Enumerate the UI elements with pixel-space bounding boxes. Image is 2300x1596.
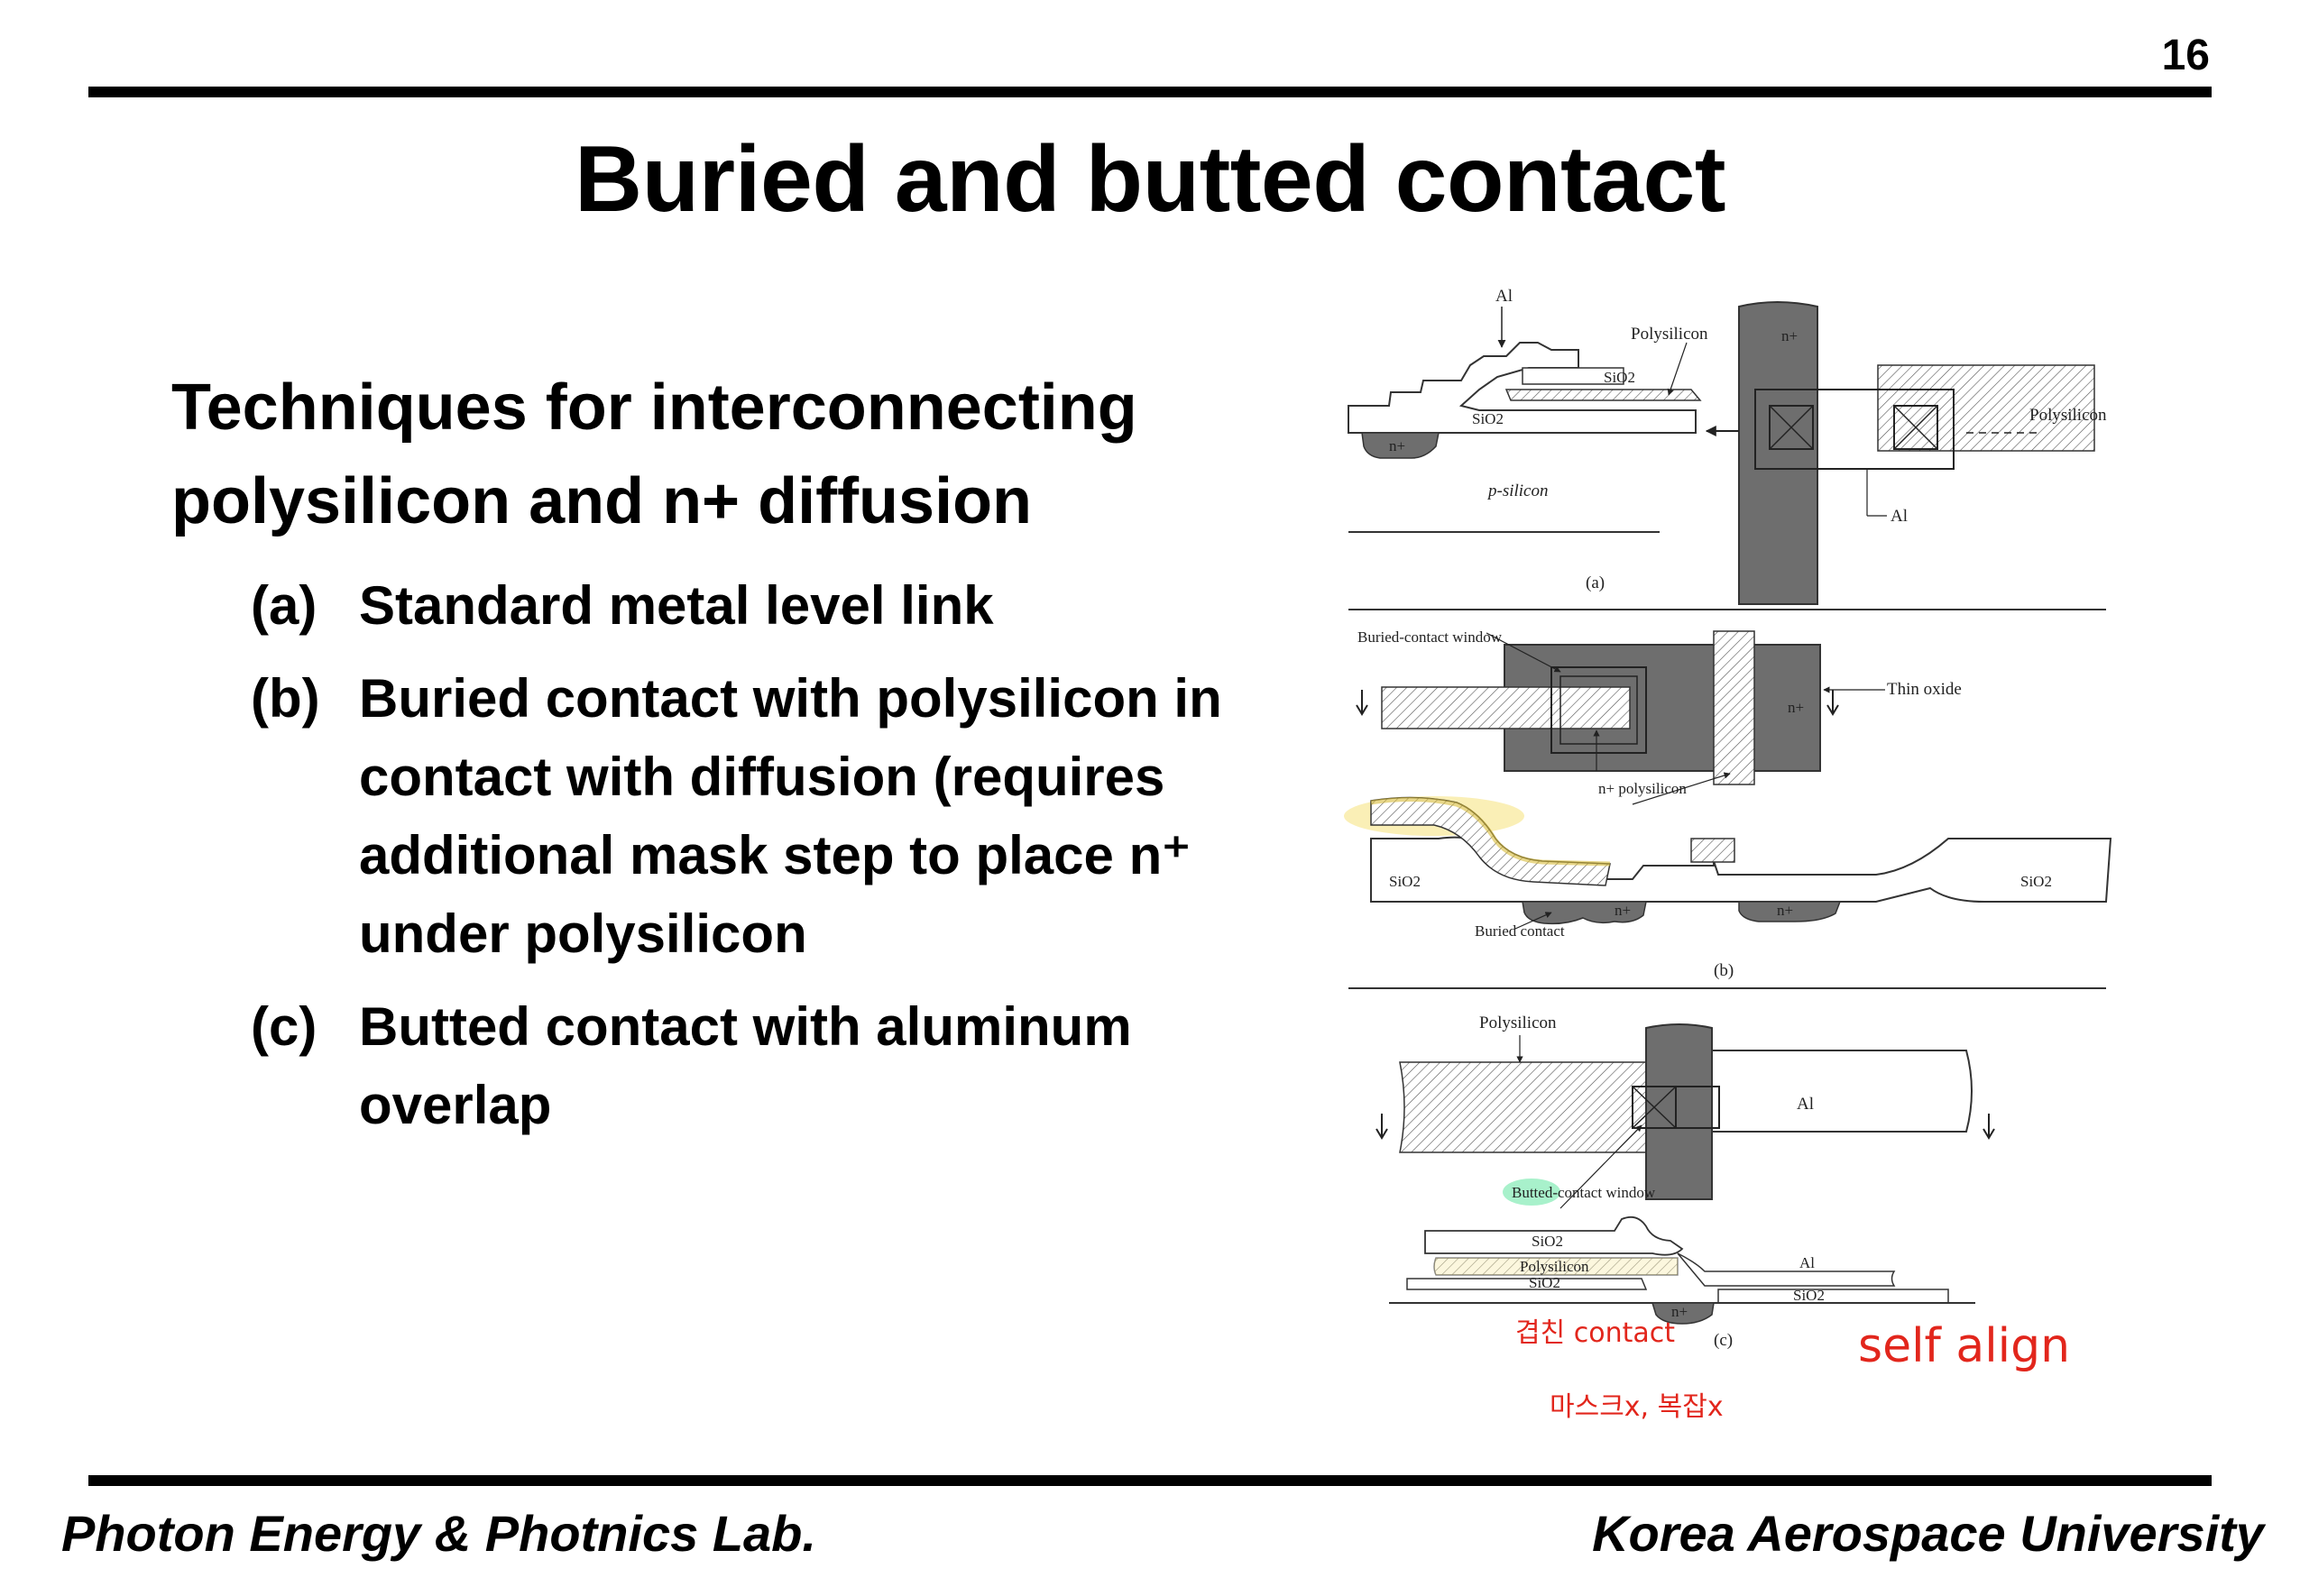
- label-polysilicon-sec-c: Polysilicon: [1520, 1258, 1589, 1275]
- polysilicon-strip-a: [1504, 389, 1702, 401]
- label-sio2-top-a: SiO2: [1604, 369, 1635, 386]
- item-tag: (a): [251, 575, 317, 636]
- footer-university-name: Korea Aerospace University: [1592, 1505, 2264, 1562]
- technique-list: (a) Standard metal level link (b) Buried…: [251, 566, 1297, 1159]
- label-polysilicon-plan-a: Polysilicon: [2029, 406, 2107, 425]
- label-polysilicon-c: Polysilicon: [1479, 1014, 1557, 1032]
- caption-b: (b): [1714, 961, 1734, 980]
- label-polysilicon-a: Polysilicon: [1631, 325, 1708, 344]
- label-al-sec-c: Al: [1799, 1254, 1815, 1271]
- note-self-align: self align: [1858, 1319, 2070, 1373]
- highlight-green-c: [1503, 1179, 1560, 1206]
- al-section-c: [1677, 1252, 1896, 1287]
- polysilicon-plan-a: [1877, 364, 2095, 452]
- label-sio2-left-b: SiO2: [1389, 873, 1421, 890]
- list-item-b: (b) Buried contact with polysilicon in c…: [251, 659, 1297, 973]
- label-sio2-1-c: SiO2: [1532, 1233, 1563, 1250]
- note-contact: 겹친 contact: [1515, 1317, 1675, 1349]
- list-item-c: (c) Butted contact with aluminum overlap: [251, 987, 1297, 1144]
- label-n-plus-a: n+: [1389, 437, 1405, 454]
- contact-figure: Al Polysilicon SiO2 SiO2 n+ p-silicon n+…: [1335, 280, 2120, 1452]
- n-plus-plan-a: [1738, 301, 1818, 605]
- top-rule: [88, 87, 2212, 97]
- contact-diagram: Al Polysilicon SiO2 SiO2 n+ p-silicon n+…: [1344, 287, 2112, 1423]
- buried-window-plan-b: [1550, 666, 1647, 754]
- n-plus-well-a: [1361, 432, 1440, 459]
- intro-text: Techniques for interconnecting polysilic…: [171, 371, 1137, 537]
- polysilicon-plan-b: [1381, 686, 1631, 729]
- page-number: 16: [2161, 32, 2210, 79]
- polysilicon-plan-c: [1399, 1061, 1674, 1153]
- item-text: Standard metal level link: [359, 575, 994, 636]
- n-plus-buried-b: [1522, 901, 1647, 925]
- panel-a: Al Polysilicon SiO2 SiO2 n+ p-silicon n+…: [1348, 287, 2107, 605]
- label-buried-contact: Buried contact: [1475, 922, 1565, 940]
- label-sio2-3-c: SiO2: [1793, 1287, 1825, 1304]
- label-al-a: Al: [1495, 287, 1513, 306]
- label-n-plus-1-b: n+: [1615, 902, 1631, 919]
- slide-title: Buried and butted contact: [575, 127, 1725, 232]
- label-n-plus-plan-b: n+: [1788, 699, 1804, 716]
- label-sio2-left-a: SiO2: [1472, 410, 1504, 427]
- n-plus-section-c: [1651, 1302, 1715, 1325]
- label-al-plan-c: Al: [1797, 1095, 1814, 1114]
- label-al-plan-a: Al: [1891, 507, 1908, 526]
- n-plus-right-b: [1738, 901, 1842, 922]
- item-text: Buried contact with polysilicon in conta…: [359, 668, 1222, 964]
- label-n-plus-poly: n+ polysilicon: [1598, 780, 1687, 797]
- label-n-plus-plan-a: n+: [1781, 327, 1798, 344]
- panel-c: Polysilicon Al Butted-contact window SiO…: [1375, 1014, 1995, 1350]
- label-sio2-2-c: SiO2: [1529, 1274, 1560, 1291]
- label-p-silicon: p-silicon: [1486, 482, 1549, 500]
- label-thin-oxide: Thin oxide: [1887, 680, 1962, 699]
- section-a-layers: [1348, 342, 1697, 434]
- label-buried-window: Buried-contact window: [1357, 628, 1503, 646]
- panel-b: Buried-contact window Thin oxide n+ n+ p…: [1344, 628, 2112, 980]
- item-text: Butted contact with aluminum overlap: [359, 996, 1132, 1135]
- polysilicon-section-c: [1433, 1257, 1679, 1276]
- sio2-top-box: [1522, 367, 1624, 385]
- label-n-plus-2-b: n+: [1777, 902, 1793, 919]
- n-plus-plan-c: [1645, 1023, 1713, 1200]
- label-n-plus-c: n+: [1671, 1303, 1688, 1320]
- item-tag: (b): [251, 668, 320, 729]
- label-butted-window: Butted-contact window: [1512, 1184, 1656, 1201]
- bottom-rule: [88, 1475, 2212, 1486]
- note-mask: 마스크x, 복잡x: [1550, 1391, 1724, 1423]
- label-sio2-right-b: SiO2: [2020, 873, 2052, 890]
- footer-lab-name: Photon Energy & Photnics Lab.: [61, 1505, 816, 1562]
- list-item-a: (a) Standard metal level link: [251, 566, 1297, 645]
- caption-a: (a): [1586, 573, 1605, 592]
- caption-c: (c): [1714, 1331, 1733, 1350]
- al-plan-a: [1754, 389, 1955, 470]
- item-tag: (c): [251, 996, 317, 1057]
- thin-oxide-strip-b: [1713, 630, 1755, 785]
- al-plan-c: [1650, 1050, 1973, 1133]
